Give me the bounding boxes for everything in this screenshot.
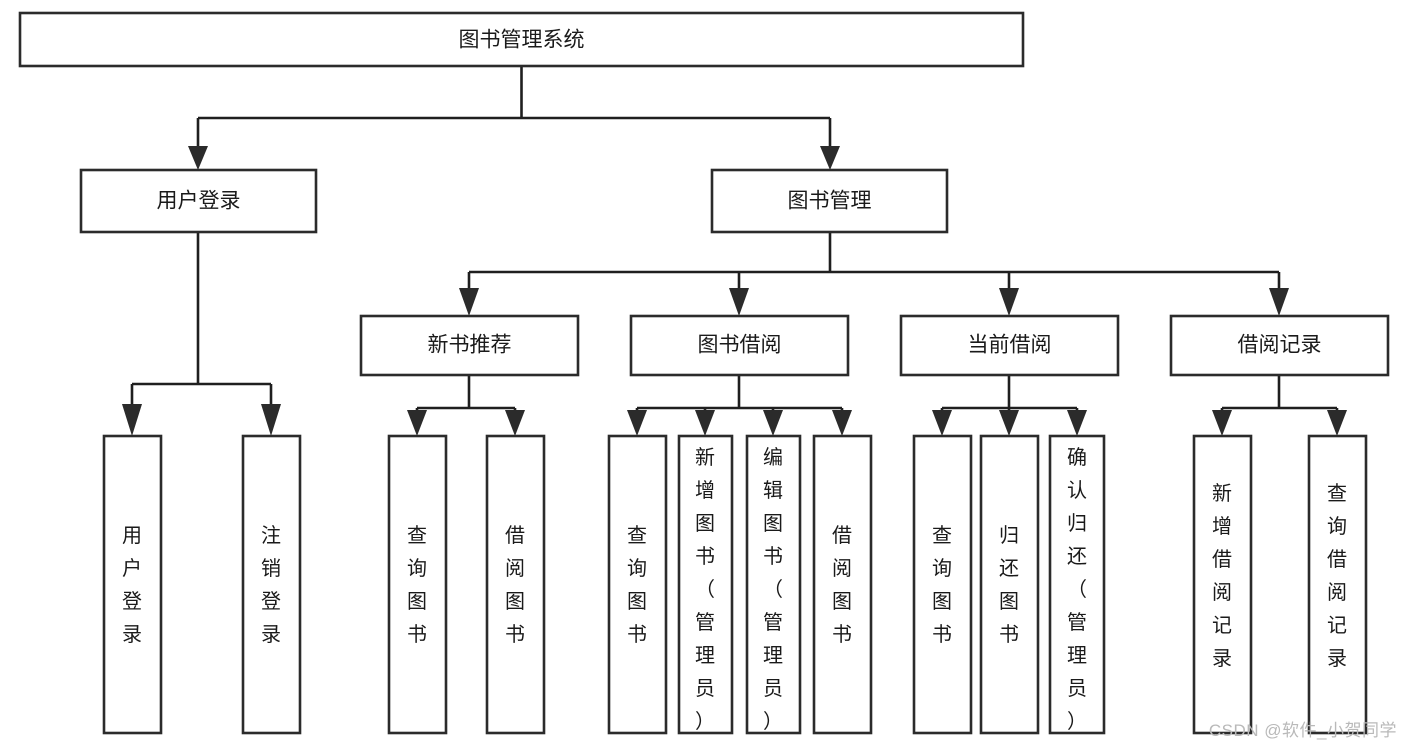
arrow-head-bookborrow-leaf-1 (627, 410, 647, 436)
leaf-box (1192, 434, 1253, 735)
node-book-borrow[interactable]: 图书借阅 (629, 314, 850, 377)
leaf-label: 确认归还（管理员） (1067, 446, 1087, 733)
connector-layer (122, 66, 1347, 436)
arrow-head-current-borrow (999, 288, 1019, 316)
leaf-node-newbook-borrow-book[interactable]: 借阅图书 (485, 434, 546, 735)
arrow-head-newbook-leaf-2 (505, 410, 525, 436)
leaf-box (912, 434, 973, 735)
node-book-borrow-box (629, 314, 850, 377)
leaf-label: 新增图书（管理员） (695, 446, 715, 733)
leaf-node-bookborrow-edit-book-admin[interactable]: 编辑图书（管理员） (745, 434, 802, 735)
node-user-login[interactable]: 用户登录 (79, 168, 318, 234)
leaf-box (241, 434, 302, 735)
leaf-node-borrowrecord-add-record[interactable]: 新增借阅记录 (1192, 434, 1253, 735)
leaf-box (102, 434, 163, 735)
node-book-borrow-label: 图书借阅 (698, 334, 782, 357)
leaf-label: 归还图书 (999, 524, 1019, 646)
leaf-box (485, 434, 546, 735)
leaf-box (1048, 434, 1106, 735)
arrow-head-newbook-leaf-1 (407, 410, 427, 436)
leaf-label: 借阅图书 (832, 524, 852, 646)
arrow-head-borrowrecord-leaf-1 (1212, 410, 1232, 436)
arrow-head-book-mgmt (820, 146, 840, 170)
node-user-login-label: 用户登录 (157, 190, 241, 213)
leaf-node-bookborrow-add-book-admin[interactable]: 新增图书（管理员） (677, 434, 734, 735)
node-book-management[interactable]: 图书管理 (710, 168, 949, 234)
leaf-node-currentborrow-confirm-return-admin[interactable]: 确认归还（管理员） (1048, 434, 1106, 735)
leaf-node-borrowrecord-query-record[interactable]: 查询借阅记录 (1307, 434, 1368, 735)
leaf-node-bookborrow-query-book[interactable]: 查询图书 (607, 434, 668, 735)
csdn-watermark: CSDN @软件_小贺同学 (1208, 721, 1397, 740)
node-root-label: 图书管理系统 (459, 29, 585, 52)
arrow-head-book-borrow (729, 288, 749, 316)
leaf-node-currentborrow-query-book[interactable]: 查询图书 (912, 434, 973, 735)
arrow-head-userlogin-leaf-2 (261, 404, 281, 436)
leaf-box (812, 434, 873, 735)
leaf-node-user-login-logout[interactable]: 注销登录 (241, 434, 302, 735)
node-new-book-recommend-label: 新书推荐 (428, 334, 512, 357)
leaf-label: 查询图书 (627, 524, 647, 646)
leaf-label: 用户登录 (122, 525, 142, 646)
leaf-node-bookborrow-borrow-book[interactable]: 借阅图书 (812, 434, 873, 735)
arrow-head-currentborrow-leaf-2 (999, 410, 1019, 436)
node-current-borrow-label: 当前借阅 (968, 334, 1052, 357)
node-root-book-management-system[interactable]: 图书管理系统 (18, 11, 1025, 68)
leaf-label: 查询图书 (932, 524, 952, 646)
leaf-box (745, 434, 802, 735)
arrow-head-userlogin-leaf-1 (122, 404, 142, 436)
node-current-borrow-box (899, 314, 1120, 377)
arrow-head-borrow-record (1269, 288, 1289, 316)
leaf-node-newbook-query-book[interactable]: 查询图书 (387, 434, 448, 735)
arrow-head-new-book-recommend (459, 288, 479, 316)
arrow-head-currentborrow-leaf-3 (1067, 410, 1087, 436)
leaf-label: 注销登录 (261, 524, 281, 646)
leaf-label: 查询图书 (407, 524, 427, 646)
leaf-box (677, 434, 734, 735)
node-new-book-recommend-box (359, 314, 580, 377)
node-borrow-record-label: 借阅记录 (1238, 334, 1322, 357)
leaf-layer: 用户登录 注销登录 查询图书 借阅图书 查询图书 新增图书 (102, 434, 1368, 735)
node-borrow-record[interactable]: 借阅记录 (1169, 314, 1390, 377)
arrow-head-bookborrow-leaf-3 (763, 410, 783, 436)
arrow-head-bookborrow-leaf-2 (695, 410, 715, 436)
leaf-node-user-login-login[interactable]: 用户登录 (102, 434, 163, 735)
leaf-box (979, 434, 1040, 735)
node-user-login-box (79, 168, 318, 234)
node-root-box (18, 11, 1025, 68)
arrow-head-user-login (188, 146, 208, 170)
node-current-borrow[interactable]: 当前借阅 (899, 314, 1120, 377)
node-borrow-record-box (1169, 314, 1390, 377)
arrow-head-currentborrow-leaf-1 (932, 410, 952, 436)
leaf-label: 编辑图书（管理员） (763, 446, 783, 733)
leaf-label: 新增借阅记录 (1212, 482, 1232, 670)
node-book-management-box (710, 168, 949, 234)
arrow-head-borrowrecord-leaf-2 (1327, 410, 1347, 436)
leaf-box (607, 434, 668, 735)
leaf-box (1307, 434, 1368, 735)
leaf-box (387, 434, 448, 735)
node-new-book-recommend[interactable]: 新书推荐 (359, 314, 580, 377)
node-book-management-label: 图书管理 (788, 190, 872, 213)
leaf-label: 借阅图书 (505, 524, 525, 646)
leaf-label: 查询借阅记录 (1327, 482, 1347, 670)
leaf-node-currentborrow-return-book[interactable]: 归还图书 (979, 434, 1040, 735)
arrow-head-bookborrow-leaf-4 (832, 410, 852, 436)
